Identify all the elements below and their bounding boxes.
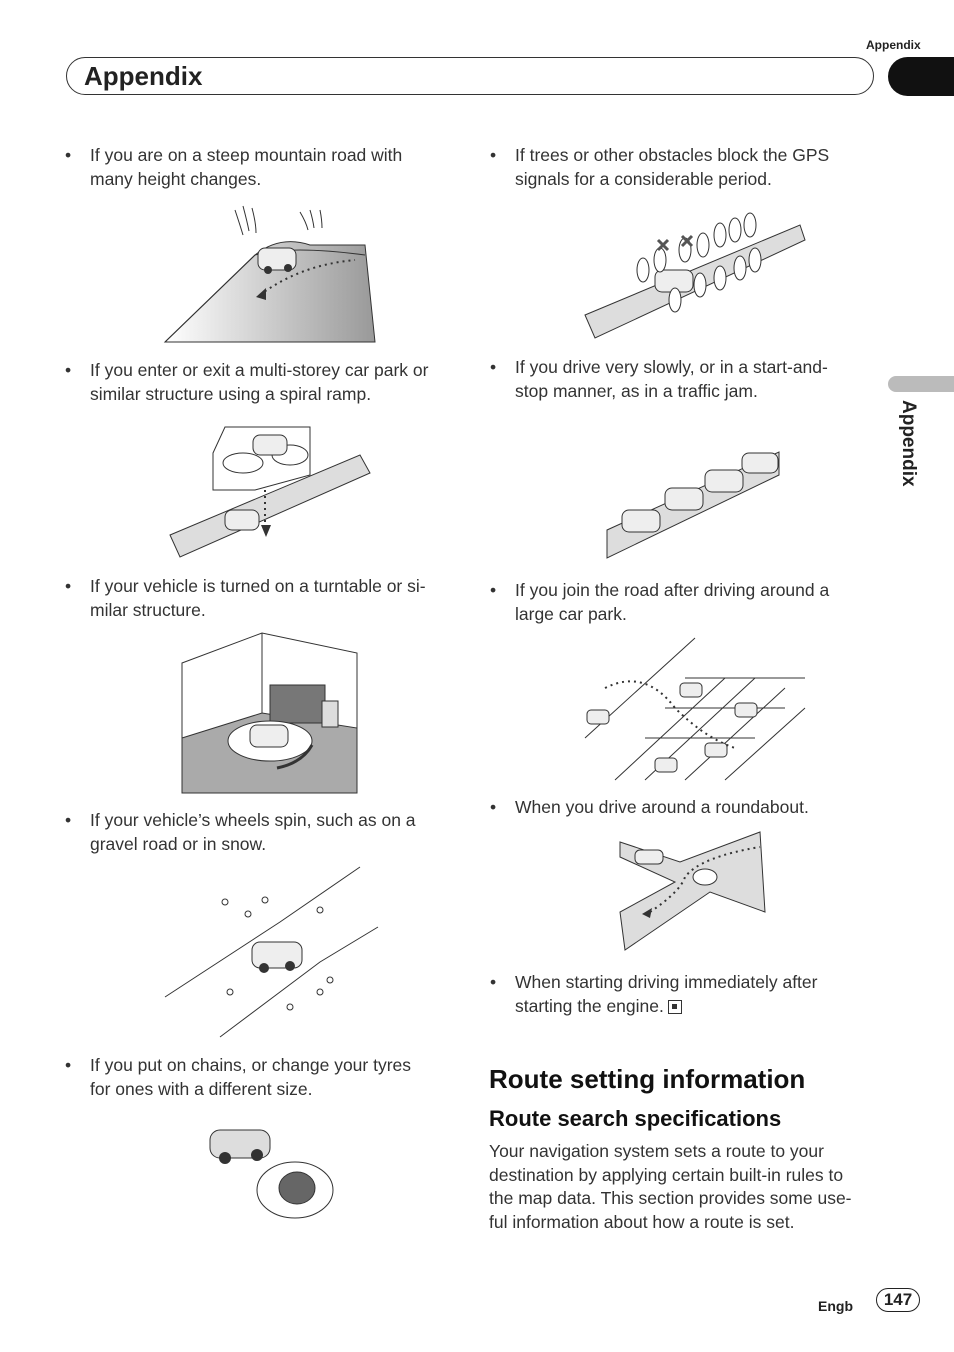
trees-gps-illustration (584, 212, 806, 339)
traffic-jam-illustration (606, 451, 780, 559)
section-title: Route setting information (489, 1064, 806, 1094)
list-item-text: If you are on a steep mountain road with… (90, 145, 403, 189)
page-number: 147 (876, 1288, 920, 1312)
roundabout-illustration (619, 831, 766, 951)
list-item: • If you enter or exit a multi-storey ca… (65, 360, 429, 404)
list-item-text: If your vehicle’s wheels spin, such as o… (90, 810, 416, 854)
running-header-label: Appendix (866, 38, 921, 52)
list-item-text: If your vehicle is turned on a turntable… (90, 576, 426, 620)
side-tab-text: Appendix (898, 400, 919, 487)
list-item-text: If you drive very slowly, or in a start-… (515, 357, 828, 401)
mountain-road-illustration (163, 205, 376, 343)
section-subtitle: Route search specifications (489, 1106, 782, 1131)
list-item: • If you are on a steep mountain road wi… (65, 145, 403, 189)
list-item: • If trees or other obstacles block the … (490, 145, 830, 189)
list-item: • When you drive around a roundabout. (490, 797, 809, 817)
snow-road-illustration (164, 866, 379, 1038)
list-item: • When starting driving immediately afte… (490, 972, 818, 1016)
list-item-text: If you enter or exit a multi-storey car … (90, 360, 429, 404)
list-item-text: If you join the road after driving aroun… (515, 580, 830, 624)
car-park-illustration (169, 426, 371, 558)
side-tab-marker (888, 376, 954, 392)
list-item: • If your vehicle is turned on a turntab… (65, 576, 426, 620)
header-frame (66, 57, 874, 95)
section-paragraph: Your navigation system sets a route to y… (489, 1141, 852, 1232)
list-item: • If you drive very slowly, or in a star… (490, 357, 828, 401)
page-title: Appendix (84, 61, 203, 91)
list-item-text: If trees or other obstacles block the GP… (515, 145, 830, 189)
end-of-section-icon (667, 1000, 682, 1014)
language-code: Engb (818, 1298, 853, 1314)
tyre-change-illustration (209, 1129, 334, 1219)
list-item-text: If you put on chains, or change your tyr… (90, 1055, 412, 1099)
side-tab-label: Appendix (893, 400, 923, 510)
header-tab-marker (888, 57, 954, 96)
list-item: • If your vehicle’s wheels spin, such as… (65, 810, 416, 854)
list-item: • If you join the road after driving aro… (490, 580, 830, 624)
turntable-illustration (181, 632, 358, 794)
list-item: • If you put on chains, or change your t… (65, 1055, 412, 1099)
list-item-text: When you drive around a roundabout. (515, 797, 809, 817)
car-park-map-illustration (584, 637, 806, 781)
